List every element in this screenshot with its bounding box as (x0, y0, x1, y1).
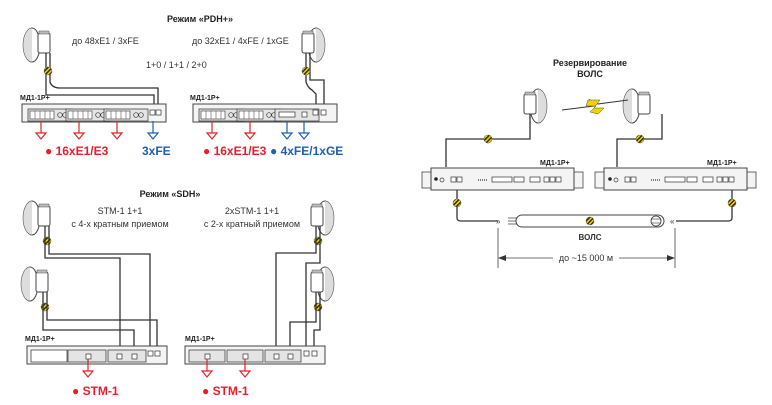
pdh-protection: 1+0 / 1+1 / 2+0 (146, 60, 207, 70)
wire (289, 292, 317, 356)
antenna-icon (310, 200, 335, 236)
connector-icon (40, 302, 50, 312)
e1-output-icon (73, 120, 85, 140)
sdh-right-line1: 2xSTM-1 1+1 (225, 206, 279, 216)
sdh-right-line2: с 2-х кратный приемом (204, 219, 300, 229)
e1-output-icon (244, 120, 256, 140)
e1-output-icon (35, 120, 47, 140)
sdh-title: Режим «SDH» (140, 189, 201, 199)
wire (305, 226, 321, 352)
fiber-left-device (421, 167, 584, 191)
connector-icon (42, 236, 52, 246)
wire (46, 292, 158, 352)
antenna-icon (523, 88, 548, 124)
pdh-right-capacity: до 32xE1 / 4xFE / 1xGE (192, 36, 289, 46)
lightning-icon (585, 99, 605, 115)
cable-end-icon (650, 215, 662, 227)
e1-output-icon (206, 120, 218, 140)
sdh-left-label: ● STM-1 (72, 384, 119, 398)
wire (44, 226, 121, 356)
sdh-left-line1: STM-1 1+1 (98, 206, 143, 216)
connector-icon (313, 236, 323, 246)
connector-arrow-icon: « (670, 217, 675, 226)
connector-arrow-icon: » (496, 217, 501, 226)
sdh-left-device-label: МД1-1Р+ (25, 336, 55, 343)
wire (313, 292, 321, 352)
sdh-right-label: ● STM-1 (202, 384, 249, 398)
wire (48, 226, 151, 352)
connector-icon (585, 216, 595, 226)
wire (305, 53, 317, 108)
wire (49, 53, 159, 105)
wire (45, 53, 155, 105)
wire (309, 53, 325, 108)
pdh-left-device (21, 103, 167, 123)
antenna-icon (22, 200, 51, 236)
connector-icon (635, 134, 645, 144)
pdh-title: Режим «PDH+» (167, 14, 233, 24)
fe-output-icon (281, 120, 293, 140)
pdh-right-device (192, 103, 338, 123)
fiber-right-device-label: МД1-1Р+ (707, 160, 737, 167)
wire (275, 226, 317, 356)
connector-icon (727, 198, 737, 208)
connector-icon (483, 134, 493, 144)
wire (676, 190, 733, 222)
pdh-right-red-label: ● 16xE1/E3 (203, 144, 267, 158)
sdh-left-line2: с 4-х кратным приемом (71, 219, 168, 229)
ge-output-icon (298, 120, 310, 140)
fiber-title-line2: ВОЛС (577, 69, 603, 79)
wire (456, 190, 498, 222)
antenna-icon (622, 88, 651, 124)
sdh-right-device-label: МД1-1Р+ (185, 336, 215, 343)
fiber-right-device (594, 167, 757, 191)
pdh-left-red-label: ● 16xE1/E3 (45, 144, 109, 158)
wire (42, 292, 135, 356)
pdh-right-blue-label: ● 4xFE/1xGE (270, 144, 343, 158)
distance-label: до ~15 000 м (559, 253, 613, 263)
connector-icon (301, 66, 311, 76)
sdh-left-device (26, 345, 168, 365)
e1-output-icon (111, 120, 123, 140)
connector-icon (313, 302, 323, 312)
antenna-icon (20, 266, 49, 302)
antenna-icon (310, 266, 335, 302)
connector-icon (452, 198, 462, 208)
connector-icon (43, 66, 53, 76)
fe-output-icon (147, 120, 159, 140)
fiber-left-device-label: МД1-1Р+ (540, 160, 570, 167)
fiber-cable-label: ВОЛС (579, 233, 602, 242)
fiber-title-line1: Резервирование (553, 58, 627, 68)
sdh-right-device (184, 345, 326, 365)
pdh-left-capacity: до 48xE1 / 3xFE (72, 36, 139, 46)
pdh-right-device-label: МД1-1Р+ (190, 95, 220, 102)
pdh-left-device-label: МД1-1Р+ (20, 95, 50, 102)
pdh-left-blue-label: 3xFE (142, 144, 171, 158)
